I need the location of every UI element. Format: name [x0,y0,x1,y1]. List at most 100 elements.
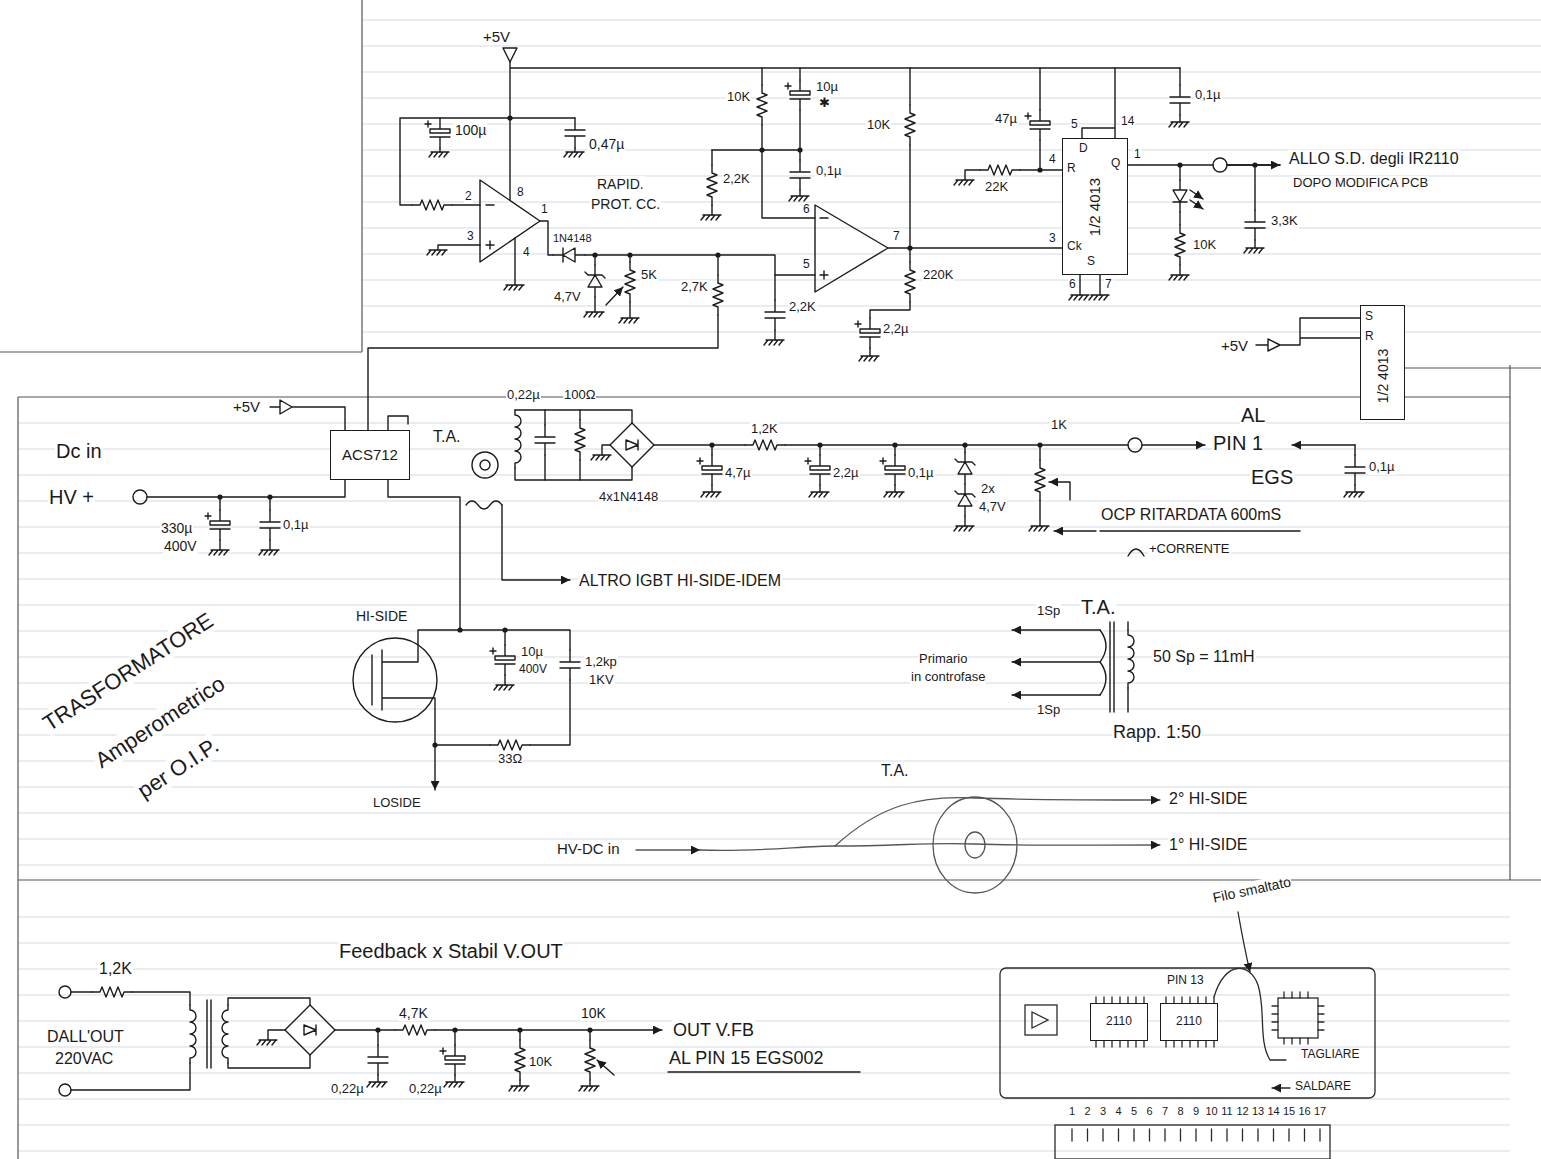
wiring [701,492,721,497]
pcb-sketch [1032,1012,1048,1028]
schematic-label: 2° HI-SIDE [1168,790,1248,808]
junction-dot [432,742,437,747]
wiring [1012,661,1100,662]
schematic-label: 7 [892,230,901,244]
schematic-label: 12 [1235,1105,1249,1118]
schematic-label: T.A. [432,428,462,446]
wiring [1175,225,1185,265]
junction-dot [375,1027,380,1032]
wiring [395,1025,435,1035]
junction-dot [1037,442,1042,447]
schematic-label: 0,1µ [815,164,843,179]
wiring [585,265,605,297]
wiring [591,455,611,460]
schematic-label: 1Sp [1036,703,1061,718]
wiring [764,340,784,345]
schematic-label: Dc in [55,440,103,463]
wiring [427,250,447,255]
schematic-label: 220K [922,268,954,283]
wiring [789,196,809,201]
wiring [434,745,435,790]
junction-dot [507,115,512,120]
wiring [765,300,785,330]
wiring [1344,492,1364,497]
schematic-label: HV-DC in [556,840,621,857]
wiring [268,1030,285,1040]
schematic-label: 4,7V [553,290,582,305]
pcb-sketch [1000,912,1375,1159]
wiring [1190,190,1203,199]
wiring [486,205,494,249]
wiring [228,998,310,1068]
wiring [480,180,540,262]
junction-dot [962,442,967,447]
junction-dot [592,252,597,257]
junction-dot [267,494,272,499]
wiring [304,1025,316,1035]
wiring [905,105,915,145]
wiring [222,1005,228,1063]
schematic-label: 0,1µ [907,466,935,481]
junction-dot [457,627,462,632]
pcb-sketch [1000,968,1375,1098]
wiring [560,650,580,680]
schematic-label: Rapp. 1:50 [1112,722,1202,743]
schematic-label: 100Ω [563,388,596,403]
wiring [490,740,530,750]
wiring [585,255,815,275]
schematic-label: 0,22µ [408,1082,443,1097]
schematic-label: +CORRENTE [1148,542,1231,557]
wiring [745,440,785,450]
wiring [668,1071,860,1072]
junction-dot [502,627,507,632]
toroid-sketch [965,832,985,858]
schematic-label: 8 [1176,1105,1184,1118]
schematic-label: 10K [580,1005,607,1021]
wiring [1039,445,1040,526]
junction-dot [627,252,632,257]
wiring [412,200,452,210]
wiring [602,445,610,455]
schematic-label: 10K [1192,238,1217,253]
schematic-label: 1° HI-SIDE [1168,836,1248,854]
schematic-label: 2,2µ [882,322,910,337]
schematic-label: ALTRO IGBT HI-SIDE-IDEM [578,572,782,590]
schematic-label: Primario [918,652,968,667]
wiring [1128,438,1142,452]
wiring [1345,455,1365,485]
schematic-label: 2,2K [788,300,817,315]
junction-dot [517,1027,522,1032]
schematic-label: 2 [464,190,473,204]
wiring [707,165,717,205]
schematic-label: PROT. CC. [590,196,661,212]
wiring [425,118,450,148]
schematic-label: 10µ [815,80,839,95]
toroid-sketch [636,849,700,850]
schematic-label: 1 [1068,1105,1076,1118]
schematic-label: Filo smaltato [1210,873,1293,906]
schematic-label: 0,1µ [282,518,310,533]
wiring [1256,318,1360,351]
wiring [820,218,828,279]
junction-dot [715,252,720,257]
schematic-label: 47µ [994,112,1018,127]
toroid-sketch [835,798,1160,846]
schematic-label: +5V [232,398,261,415]
schematic-label: 33Ω [497,752,523,767]
schematic-label: 0,22µ [330,1082,365,1097]
pcb-sketch [1214,968,1286,1060]
schematic-label: 1,2K [98,960,133,978]
wiring [353,638,437,722]
wiring [553,248,585,262]
wiring [584,312,604,317]
wiring [435,630,570,745]
schematic-label: TAGLIARE [1300,1048,1360,1062]
schematic-label: T.A. [1080,596,1116,619]
chip-label: 1/2 4013 [1086,177,1103,235]
wiring [1142,444,1205,445]
schematic-label: 4,7µ [724,466,752,481]
schematic-label: LOSIDE [372,796,422,811]
pcb-sketch [1272,992,1324,1044]
